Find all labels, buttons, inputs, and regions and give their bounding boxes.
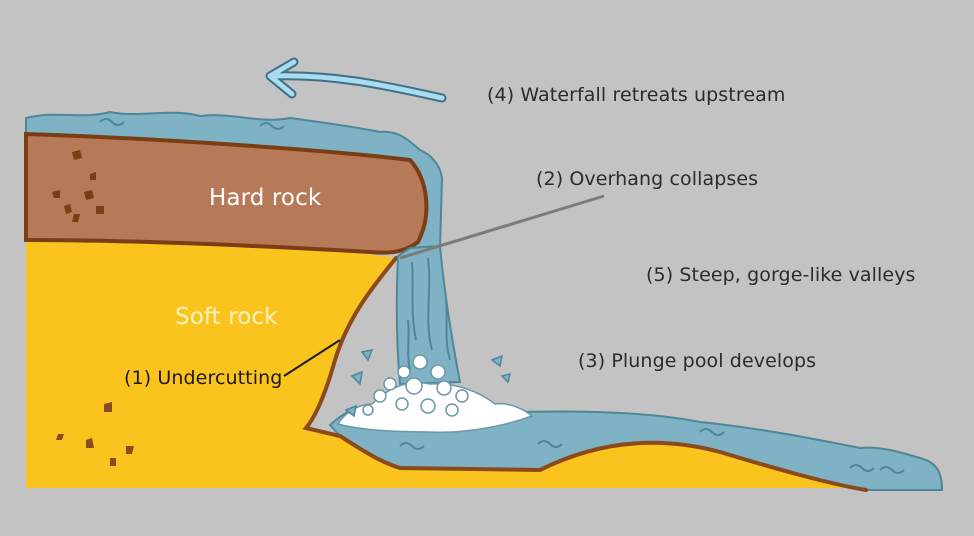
label-gorge-valleys: (5) Steep, gorge-like valleys xyxy=(646,264,916,286)
label-undercutting: (1) Undercutting xyxy=(124,367,282,389)
label-hard-rock: Hard rock xyxy=(209,185,321,211)
label-plunge-pool: (3) Plunge pool develops xyxy=(578,350,816,372)
label-soft-rock: Soft rock xyxy=(175,304,278,330)
label-waterfall-retreats: (4) Waterfall retreats upstream xyxy=(487,84,785,106)
label-overhang-collapses: (2) Overhang collapses xyxy=(536,168,758,190)
